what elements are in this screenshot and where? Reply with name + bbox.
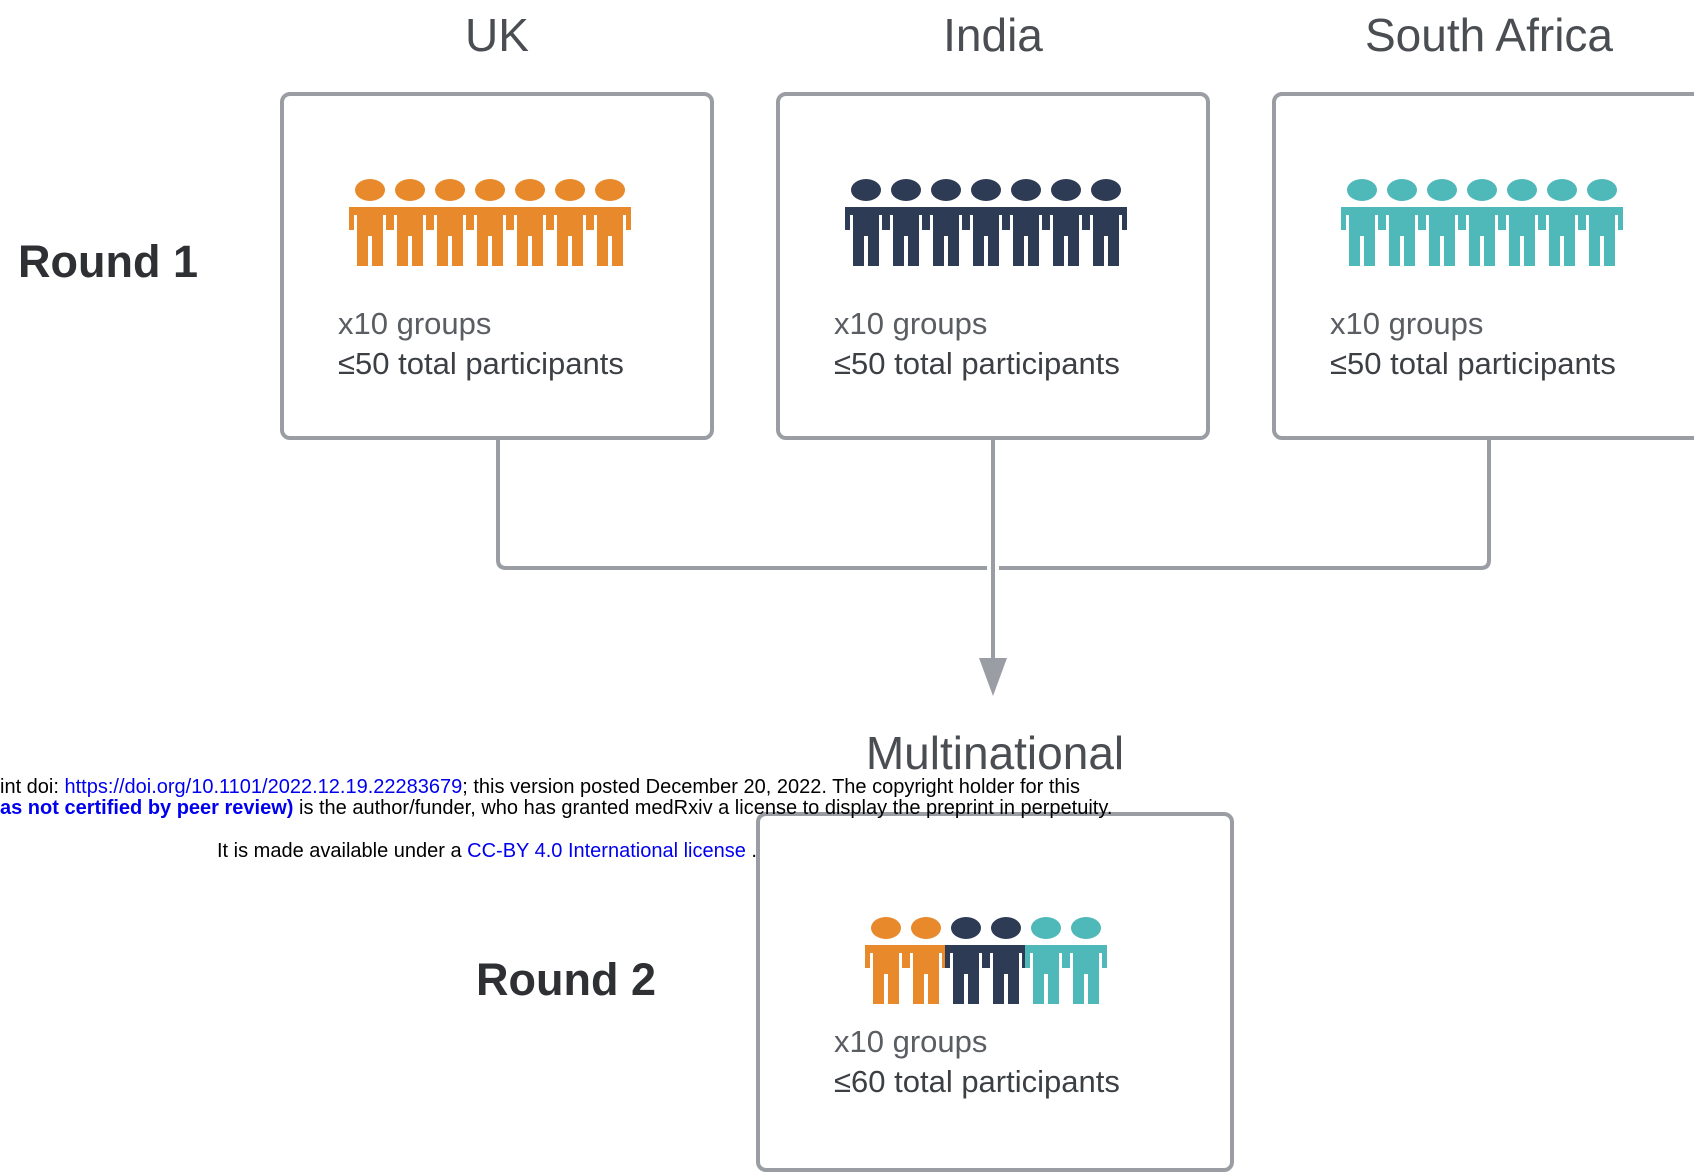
groups-text-multinational: x10 groups (834, 1024, 988, 1059)
people-icon-row-multinational (865, 917, 1107, 1004)
country-title-uk: UK (465, 9, 529, 61)
participants-text-south-africa: ≤50 total participants (1330, 346, 1616, 381)
preprint-banner-line-1: int doi: https://doi.org/10.1101/2022.12… (0, 776, 1080, 798)
banner-doi-prefix: int doi: (0, 776, 65, 798)
person-icon (925, 179, 967, 266)
box-india: x10 groups ≤50 total participants (776, 92, 1210, 440)
person-icon (1025, 917, 1067, 1004)
box-south-africa: x10 groups ≤50 total participants (1272, 92, 1694, 440)
country-title-india: India (943, 9, 1043, 61)
participants-text-uk: ≤50 total participants (338, 346, 624, 381)
round-1-label: Round 1 (18, 236, 198, 287)
person-icon (549, 179, 591, 266)
person-icon (965, 179, 1007, 266)
arrow-head-icon (979, 658, 1007, 696)
preprint-banner-line-2: as not certified by peer review) is the … (0, 797, 1112, 819)
person-icon (469, 179, 511, 266)
person-icon (1341, 179, 1383, 266)
box-uk: x10 groups ≤50 total participants (280, 92, 714, 440)
preprint-banner-line-3: It is made available under a CC-BY 4.0 I… (217, 840, 757, 862)
multinational-title: Multinational (865, 727, 1125, 779)
person-icon (349, 179, 391, 266)
person-icon (1045, 179, 1087, 266)
connector-uk (496, 438, 987, 570)
banner-period: . (745, 840, 757, 862)
groups-text-uk: x10 groups (338, 306, 492, 341)
person-icon (1421, 179, 1463, 266)
peer-review-notice: as not certified by peer review) (0, 797, 294, 819)
banner-license-text: is the author/funder, who has granted me… (293, 797, 1113, 819)
connector-south-africa (999, 438, 1491, 570)
person-icon (1501, 179, 1543, 266)
person-icon (1381, 179, 1423, 266)
country-title-south-africa: South Africa (1364, 9, 1614, 61)
person-icon (1005, 179, 1047, 266)
person-icon (1461, 179, 1503, 266)
participants-text-multinational: ≤60 total participants (834, 1064, 1120, 1099)
person-icon (589, 179, 631, 266)
round-2-label: Round 2 (476, 954, 656, 1005)
person-icon (1085, 179, 1127, 266)
person-icon (389, 179, 431, 266)
people-icon-row-south-africa (1341, 179, 1623, 266)
person-icon (509, 179, 551, 266)
license-link[interactable]: CC-BY 4.0 International license (467, 840, 746, 862)
person-icon (885, 179, 927, 266)
people-icon-row-uk (349, 179, 631, 266)
person-icon (1541, 179, 1583, 266)
banner-posted-text: ; this version posted December 20, 2022.… (462, 776, 1080, 798)
doi-link[interactable]: https://doi.org/10.1101/2022.12.19.22283… (64, 776, 463, 798)
person-icon (429, 179, 471, 266)
people-icon-row-india (845, 179, 1127, 266)
person-icon (1065, 917, 1107, 1004)
person-icon (1581, 179, 1623, 266)
box-multinational: x10 groups ≤60 total participants (756, 812, 1234, 1172)
banner-available-text: It is made available under a (217, 840, 468, 862)
person-icon (845, 179, 887, 266)
groups-text-south-africa: x10 groups (1330, 306, 1484, 341)
person-icon (905, 917, 947, 1004)
groups-text-india: x10 groups (834, 306, 988, 341)
participants-text-india: ≤50 total participants (834, 346, 1120, 381)
person-icon (865, 917, 907, 1004)
person-icon (985, 917, 1027, 1004)
person-icon (945, 917, 987, 1004)
